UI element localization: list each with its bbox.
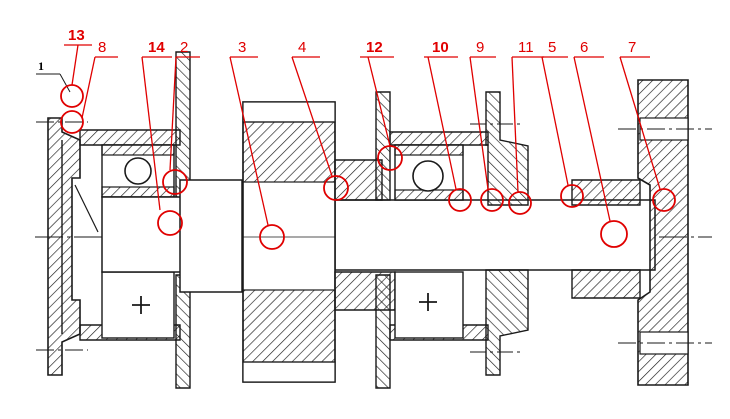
- callout-circle: [162, 169, 188, 195]
- callout-leader: [81, 56, 96, 119]
- callout-circle: [480, 188, 504, 212]
- callout-number: 14: [148, 39, 165, 56]
- callout-number: 12: [366, 39, 383, 56]
- callout-leader: [367, 56, 391, 147]
- callout-number: 4: [298, 39, 306, 56]
- callout-14: 14: [141, 39, 183, 236]
- callout-4: 4: [291, 39, 349, 201]
- callout-group: 13 8 14 2 3 4 12 10 9 11 5 6 7: [60, 27, 676, 250]
- callout-number: 6: [580, 39, 588, 56]
- callout-circle: [560, 184, 584, 208]
- callout-number: 5: [548, 39, 556, 56]
- small-label-text: 1: [38, 59, 44, 73]
- callout-circle: [600, 220, 628, 248]
- callout-circle: [259, 224, 285, 250]
- callout-circle: [157, 210, 183, 236]
- callout-leader: [291, 56, 333, 177]
- callout-11: 11: [508, 39, 544, 215]
- callout-leader: [573, 56, 611, 222]
- callout-leader: [169, 56, 177, 171]
- callout-circle: [448, 188, 472, 212]
- callout-number: 2: [180, 39, 188, 56]
- callout-circle: [508, 191, 532, 215]
- callout-circle: [377, 145, 403, 171]
- callout-3: 3: [229, 39, 285, 250]
- callout-circle: [60, 84, 84, 108]
- callout-leader: [619, 56, 661, 190]
- callout-6: 6: [573, 39, 628, 248]
- callout-leader: [541, 56, 569, 186]
- gear: [242, 101, 336, 383]
- callout-number: 13: [68, 27, 85, 44]
- callout-circle: [652, 188, 676, 212]
- callout-leader: [229, 56, 269, 226]
- callout-leader: [141, 56, 161, 211]
- callout-5: 5: [541, 39, 584, 208]
- callout-leader: [71, 44, 79, 86]
- callout-number: 11: [518, 39, 534, 56]
- callout-number: 7: [628, 39, 636, 56]
- callout-circle: [323, 175, 349, 201]
- callout-number: 3: [238, 39, 246, 56]
- callout-circle: [60, 110, 84, 134]
- callout-7: 7: [619, 39, 676, 212]
- callout-number: 10: [432, 39, 449, 56]
- callout-9: 9: [469, 39, 504, 212]
- callout-number: 8: [98, 39, 106, 56]
- right-bearing-cap: [470, 91, 529, 376]
- right-bearing: [394, 144, 464, 339]
- callout-leader: [511, 56, 519, 193]
- callout-leader: [427, 56, 457, 190]
- left-end-cover: [36, 117, 99, 376]
- left-bearing: [101, 144, 175, 339]
- callout-12: 12: [360, 39, 403, 171]
- callout-leader: [469, 56, 489, 190]
- callout-2: 2: [162, 39, 200, 195]
- callout-number: 9: [476, 39, 484, 56]
- label-1: 1: [36, 59, 71, 93]
- callout-13: 13: [60, 27, 92, 134]
- callout-8: 8: [81, 39, 118, 119]
- callout-10: 10: [424, 39, 472, 212]
